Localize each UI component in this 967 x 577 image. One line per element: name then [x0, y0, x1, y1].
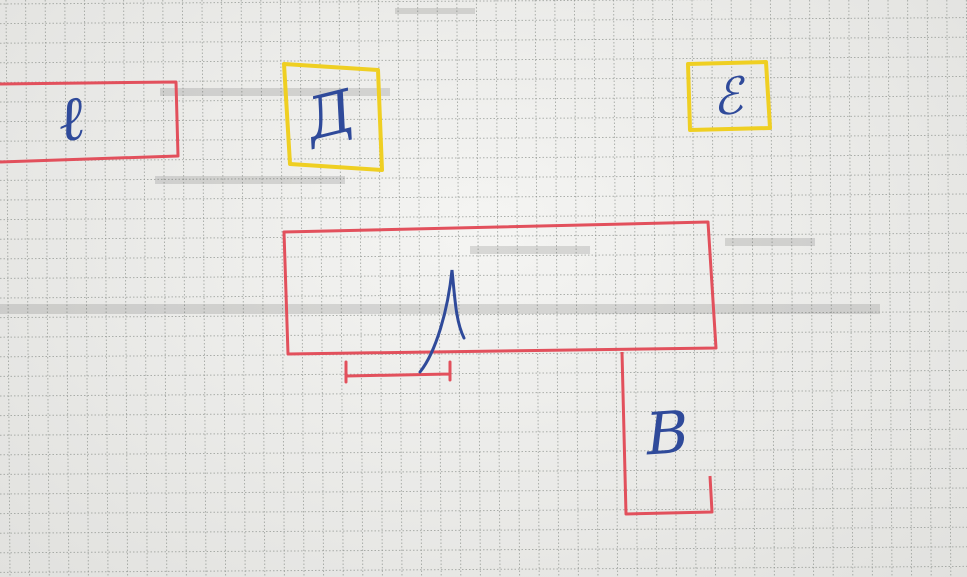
grid-line-horizontal [0, 389, 967, 397]
grid-line-vertical [83, 0, 89, 577]
grid-line-vertical [142, 0, 148, 577]
blue-lambda-stroke [418, 269, 466, 374]
grid-line-vertical [769, 0, 775, 577]
grid-line-vertical [221, 0, 227, 577]
grid-line-vertical [260, 0, 266, 577]
grid-line-vertical [181, 0, 187, 577]
grid-line-vertical [671, 0, 677, 577]
grid-line-vertical [828, 0, 834, 577]
yellow-box-right [686, 60, 772, 132]
grid-line-vertical [573, 0, 579, 577]
grid-line-vertical [534, 0, 540, 577]
yellow-box-mid [282, 62, 384, 172]
grid-line-vertical [25, 0, 31, 577]
grid-line-vertical [750, 0, 756, 577]
grid-line-horizontal [0, 369, 967, 377]
grid-line-horizontal [0, 252, 967, 260]
red-rect-tall [620, 351, 714, 516]
grid-line-horizontal [0, 232, 967, 240]
grid-line-horizontal [0, 409, 967, 417]
grid-line-vertical [809, 0, 815, 577]
grid-line-horizontal [0, 546, 967, 554]
grid-line-vertical [475, 0, 481, 577]
grid-line-vertical [377, 0, 383, 577]
grid-line-vertical [162, 0, 168, 577]
grid-line-horizontal [0, 154, 967, 162]
grid-line-vertical [397, 0, 403, 577]
grid-line-horizontal [0, 428, 967, 436]
grid-line-vertical [44, 0, 50, 577]
grid-line-vertical [554, 0, 560, 577]
letter-tall: В [643, 397, 691, 469]
grid-line-vertical [652, 0, 658, 577]
grid-line-horizontal [0, 36, 967, 44]
grid-line-vertical [123, 0, 129, 577]
grid-line-horizontal [0, 330, 967, 338]
grid-line-vertical [5, 0, 11, 577]
grid-line-vertical [632, 0, 638, 577]
grid-line-vertical [338, 0, 344, 577]
grid-line-horizontal [0, 173, 967, 181]
grid-line-horizontal [0, 134, 967, 142]
grid-line-vertical [613, 0, 619, 577]
grid-line-horizontal [0, 311, 967, 319]
grid-line-horizontal [0, 95, 967, 103]
red-shape-main [282, 220, 718, 356]
grid-line-vertical [946, 0, 952, 577]
red-bracket [344, 360, 452, 384]
grid-line-vertical [456, 0, 462, 577]
grid-line-vertical [279, 0, 285, 577]
letter-yellow-right: ℰ [709, 66, 746, 128]
grid-line-vertical [319, 0, 325, 577]
red-rect-left [0, 80, 180, 164]
grid-line-vertical [593, 0, 599, 577]
grid-line-horizontal [0, 213, 967, 221]
grid-line-vertical [711, 0, 717, 577]
grid-line-horizontal [0, 526, 967, 534]
grid-line-vertical [926, 0, 932, 577]
grid-line-vertical [887, 0, 893, 577]
grid-line-vertical [299, 0, 305, 577]
grid-line-horizontal [0, 350, 967, 358]
grid-line-vertical [691, 0, 697, 577]
grid-line-vertical [867, 0, 873, 577]
grid-line-horizontal [0, 291, 967, 299]
grid-line-horizontal [0, 507, 967, 515]
grid-line-vertical [789, 0, 795, 577]
grid-line-horizontal [0, 56, 967, 64]
grid-line-vertical [417, 0, 423, 577]
grid-line-vertical [201, 0, 207, 577]
grid-line-vertical [515, 0, 521, 577]
grid-line-vertical [730, 0, 736, 577]
grid-line-vertical [64, 0, 70, 577]
grid-line-vertical [358, 0, 364, 577]
grid-line-horizontal [0, 193, 967, 201]
grid-line-vertical [240, 0, 246, 577]
grid-line-vertical [495, 0, 501, 577]
grid-line-horizontal [0, 565, 967, 573]
grid-line-horizontal [0, 271, 967, 279]
grid-line-horizontal [0, 17, 967, 25]
grid-line-horizontal [0, 487, 967, 495]
grid-line-vertical [848, 0, 854, 577]
grid-line-vertical [436, 0, 442, 577]
mirrored-back-text [0, 8, 880, 314]
grid-line-horizontal [0, 448, 967, 456]
grid-line-vertical [103, 0, 109, 577]
grid-line-horizontal [0, 0, 726, 5]
grid-line-horizontal [0, 115, 967, 123]
grid-line-horizontal [0, 467, 967, 475]
grid-line-vertical [907, 0, 913, 577]
